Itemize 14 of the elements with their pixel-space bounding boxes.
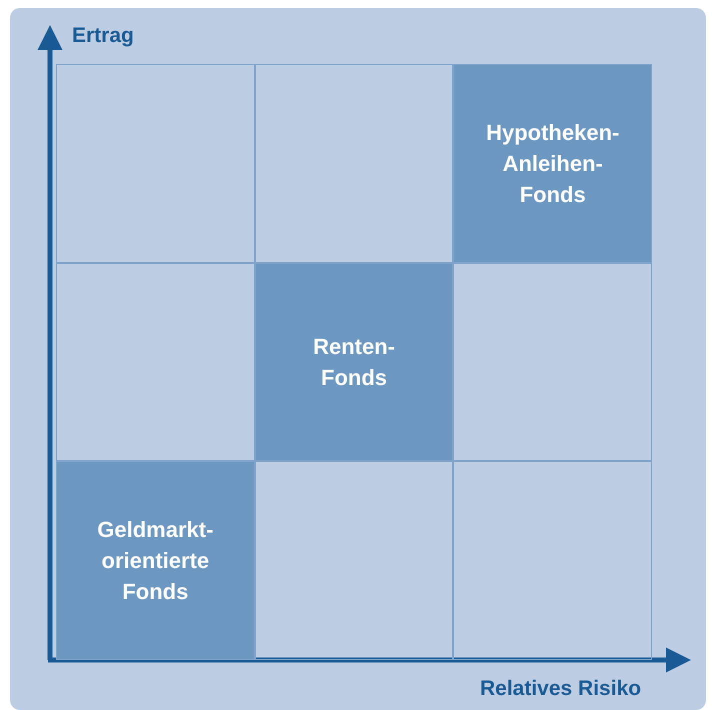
highlighted-cell [453, 64, 652, 263]
highlighted-cell [254, 262, 454, 462]
grid-cell [254, 461, 454, 660]
grid-cell [453, 461, 652, 660]
grid-cell [254, 64, 454, 263]
highlighted-cell [56, 461, 255, 660]
grid-cell [56, 64, 255, 263]
grid-cell [56, 262, 255, 462]
axis-title: Ertrag [72, 24, 134, 48]
fund-label: Geldmarkt- orientierte Fonds [96, 516, 214, 606]
fund-label: Hypotheken- Anleihen- Fonds [485, 118, 620, 209]
grid-cell [453, 262, 652, 462]
fund-label: Renten- Fonds [312, 333, 396, 392]
axis-title: Relatives Risiko [480, 677, 642, 701]
